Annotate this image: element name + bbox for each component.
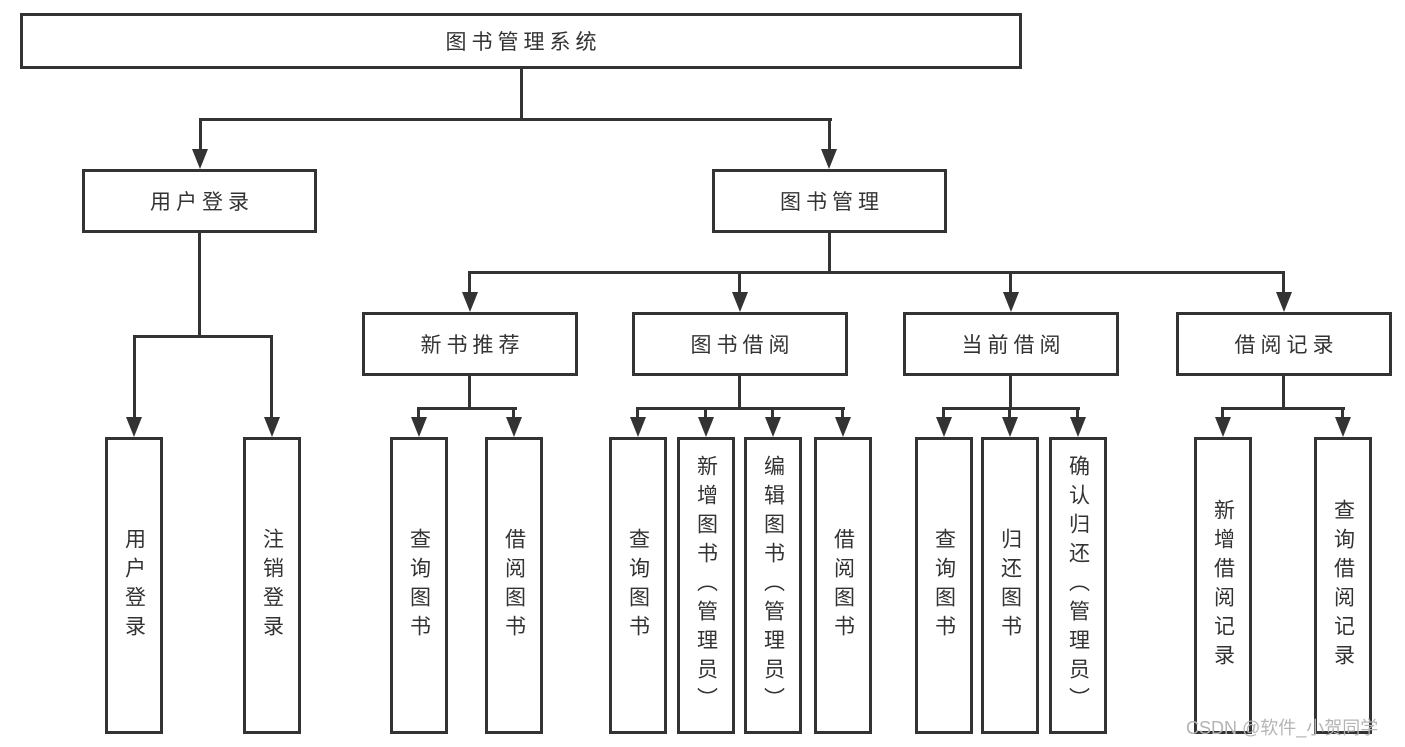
connector-line <box>1341 407 1344 418</box>
connector-line <box>942 407 945 418</box>
leaf-cb-confirm-return-admin: 确认归还（管理员） <box>1049 437 1107 734</box>
connector-line <box>198 233 201 335</box>
connector-line <box>738 271 741 293</box>
connector-line <box>199 118 832 121</box>
arrow-down-icon <box>1335 417 1351 437</box>
connector-line <box>468 376 471 409</box>
leaf-bb-query-books: 查询图书 <box>609 437 667 734</box>
leaf-cb-return-books: 归还图书 <box>981 437 1039 734</box>
leaf-bb-add-books-admin: 新增图书（管理员） <box>677 437 735 734</box>
connector-line <box>417 407 420 418</box>
arrow-down-icon <box>264 417 280 437</box>
arrow-down-icon <box>835 417 851 437</box>
connector-line <box>1009 271 1012 293</box>
connector-line <box>636 407 845 410</box>
connector-line <box>133 335 273 338</box>
arrow-down-icon <box>1215 417 1231 437</box>
node-book-borrow: 图书借阅 <box>632 312 848 376</box>
arrow-down-icon <box>192 149 208 169</box>
arrow-down-icon <box>1276 292 1292 312</box>
arrow-down-icon <box>936 417 952 437</box>
connector-line <box>636 407 639 418</box>
node-borrow-records: 借阅记录 <box>1176 312 1392 376</box>
connector-line <box>1282 271 1285 293</box>
connector-line <box>771 407 774 418</box>
leaf-user-login: 用户登录 <box>105 437 163 734</box>
arrow-down-icon <box>411 417 427 437</box>
node-book-mgmt: 图书管理 <box>712 169 947 233</box>
connector-line <box>1221 407 1345 410</box>
connector-line <box>512 407 515 418</box>
arrow-down-icon <box>506 417 522 437</box>
connector-line <box>468 271 1285 274</box>
connector-line <box>828 233 831 271</box>
arrow-down-icon <box>698 417 714 437</box>
arrow-down-icon <box>1002 417 1018 437</box>
connector-line <box>828 118 831 150</box>
connector-line <box>520 69 523 118</box>
connector-line <box>738 376 741 409</box>
leaf-bb-borrow-books: 借阅图书 <box>814 437 872 734</box>
connector-line <box>1282 376 1285 409</box>
arrow-down-icon <box>765 417 781 437</box>
arrow-down-icon <box>630 417 646 437</box>
leaf-cb-query-books: 查询图书 <box>915 437 973 734</box>
leaf-bb-edit-books-admin: 编辑图书（管理员） <box>744 437 802 734</box>
connector-line <box>704 407 707 418</box>
arrow-down-icon <box>821 149 837 169</box>
leaf-nbr-query-books: 查询图书 <box>390 437 448 734</box>
connector-line <box>1008 407 1011 418</box>
arrow-down-icon <box>732 292 748 312</box>
leaf-logout: 注销登录 <box>243 437 301 734</box>
node-new-book-recommend: 新书推荐 <box>362 312 578 376</box>
connector-line <box>942 407 1080 410</box>
arrow-down-icon <box>462 292 478 312</box>
arrow-down-icon <box>1003 292 1019 312</box>
connector-line <box>468 271 471 293</box>
connector-line <box>270 335 273 418</box>
connector-line <box>1221 407 1224 418</box>
connector-line <box>1009 376 1012 409</box>
leaf-nbr-borrow-books: 借阅图书 <box>485 437 543 734</box>
connector-line <box>199 118 202 150</box>
connector-line <box>133 335 136 418</box>
node-root: 图书管理系统 <box>20 13 1022 69</box>
connector-line <box>841 407 844 418</box>
node-user-login: 用户登录 <box>82 169 317 233</box>
csdn-watermark: CSDN @软件_小贺同学 <box>1186 718 1379 738</box>
connector-line <box>1076 407 1079 418</box>
connector-line <box>417 407 517 410</box>
arrow-down-icon <box>126 417 142 437</box>
node-current-borrow: 当前借阅 <box>903 312 1119 376</box>
leaf-br-add-borrow-record: 新增借阅记录 <box>1194 437 1252 734</box>
arrow-down-icon <box>1070 417 1086 437</box>
leaf-br-query-borrow-record: 查询借阅记录 <box>1314 437 1372 734</box>
